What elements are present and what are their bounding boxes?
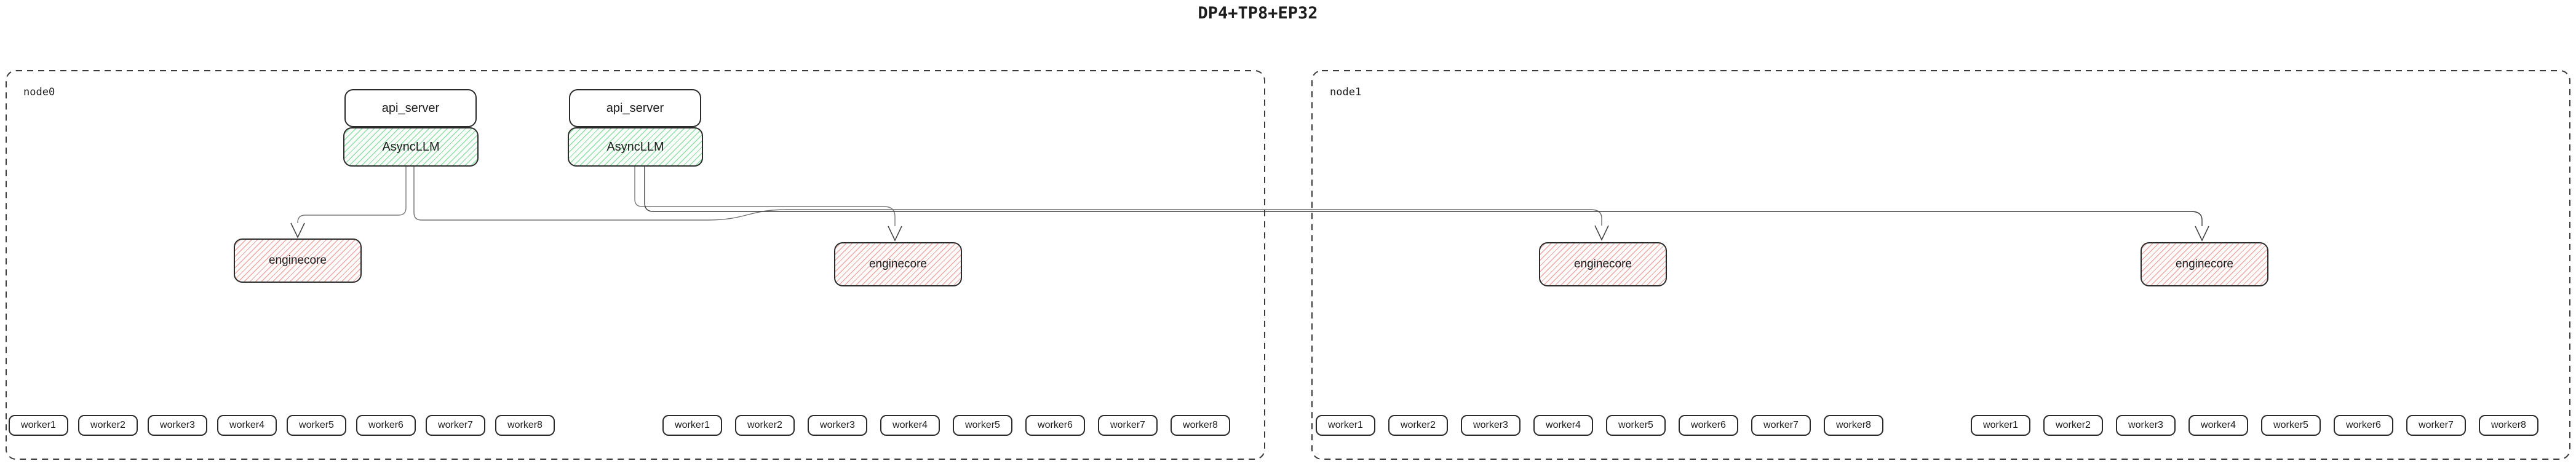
enginecore-box-4: enginecore bbox=[2141, 242, 2268, 286]
api-server-box-1: api_server bbox=[344, 89, 477, 127]
arrowhead-enginecore4 bbox=[2195, 226, 2209, 242]
edge-asyncllm2-enginecore2 bbox=[634, 167, 896, 226]
worker-box: worker2 bbox=[78, 415, 138, 436]
worker-box: worker7 bbox=[1098, 415, 1158, 436]
worker-box: worker3 bbox=[2116, 415, 2176, 436]
edge-asyncllm1-enginecore1 bbox=[297, 167, 407, 223]
worker-box: worker5 bbox=[1606, 415, 1666, 436]
worker-box: worker8 bbox=[1171, 415, 1230, 436]
node1-label: node1 bbox=[1330, 86, 1362, 98]
worker-box: worker6 bbox=[2334, 415, 2393, 436]
edge-asyncllm1-enginecore3 bbox=[413, 167, 1602, 226]
worker-box: worker1 bbox=[1971, 415, 2030, 436]
worker-box: worker6 bbox=[356, 415, 416, 436]
worker-box: worker8 bbox=[2479, 415, 2538, 436]
worker-box: worker8 bbox=[495, 415, 555, 436]
enginecore-box-3: enginecore bbox=[1539, 242, 1667, 286]
worker-box: worker5 bbox=[2261, 415, 2321, 436]
worker-box: worker6 bbox=[1025, 415, 1085, 436]
worker-box: worker4 bbox=[2188, 415, 2248, 436]
node0-label: node0 bbox=[23, 86, 55, 98]
asyncllm-box-2: AsyncLLM bbox=[568, 127, 703, 167]
worker-box: worker2 bbox=[735, 415, 795, 436]
worker-box: worker3 bbox=[1461, 415, 1521, 436]
arrowhead-enginecore2 bbox=[888, 226, 902, 242]
worker-box: worker3 bbox=[148, 415, 207, 436]
worker-box: worker8 bbox=[1824, 415, 1883, 436]
api-server-box-2: api_server bbox=[569, 89, 701, 127]
worker-box: worker2 bbox=[2043, 415, 2103, 436]
worker-box: worker1 bbox=[1316, 415, 1375, 436]
asyncllm-box-1: AsyncLLM bbox=[343, 127, 479, 167]
worker-box: worker3 bbox=[808, 415, 867, 436]
worker-box: worker7 bbox=[426, 415, 485, 436]
arrowhead-enginecore1 bbox=[290, 223, 305, 238]
edge-asyncllm2-enginecore4 bbox=[644, 167, 2203, 226]
worker-box: worker1 bbox=[662, 415, 722, 436]
enginecore-box-2: enginecore bbox=[834, 242, 962, 286]
worker-box: worker5 bbox=[287, 415, 346, 436]
worker-box: worker4 bbox=[217, 415, 277, 436]
worker-box: worker4 bbox=[1533, 415, 1593, 436]
worker-box: worker2 bbox=[1388, 415, 1448, 436]
diagram-title: DP4+TP8+EP32 bbox=[1198, 4, 1318, 23]
enginecore-box-1: enginecore bbox=[234, 238, 362, 283]
arrowhead-enginecore3 bbox=[1594, 225, 1609, 241]
worker-box: worker6 bbox=[1679, 415, 1738, 436]
node1-border bbox=[1311, 70, 2570, 460]
worker-box: worker5 bbox=[953, 415, 1012, 436]
worker-box: worker7 bbox=[2406, 415, 2466, 436]
worker-box: worker1 bbox=[9, 415, 68, 436]
worker-box: worker7 bbox=[1751, 415, 1811, 436]
worker-box: worker4 bbox=[880, 415, 940, 436]
